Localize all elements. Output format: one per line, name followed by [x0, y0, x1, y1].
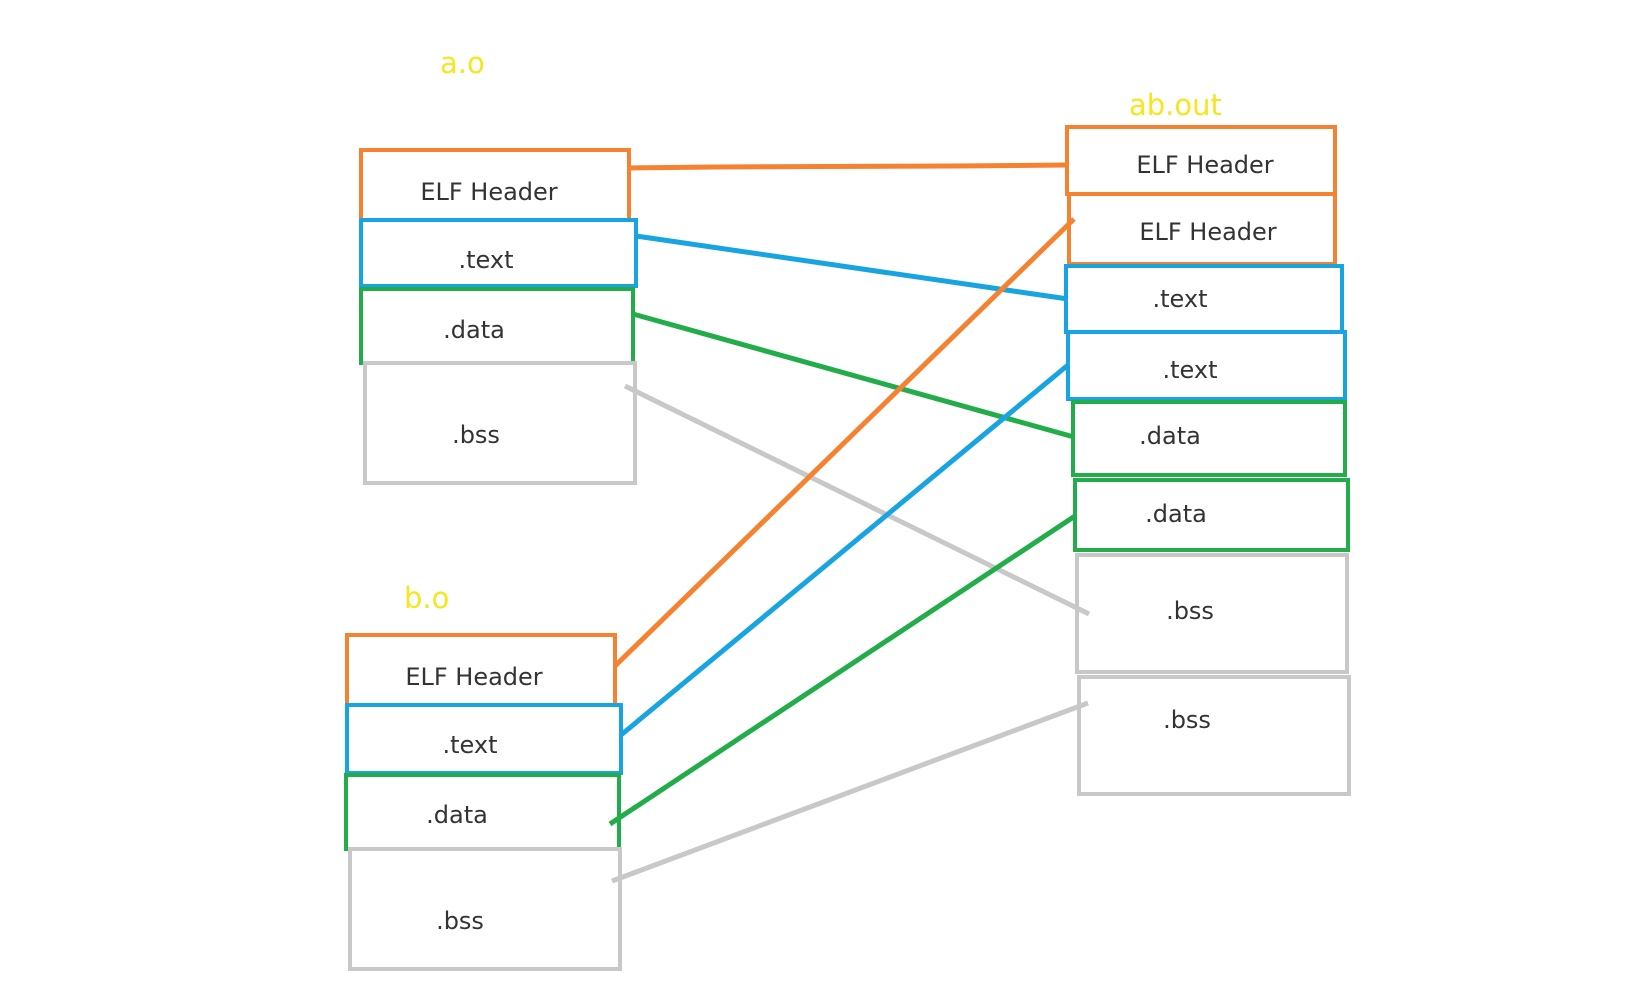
b-bss-label: .bss	[436, 907, 484, 935]
link-b-bss	[611, 700, 1089, 884]
out-header1-label: ELF Header	[1136, 151, 1273, 179]
b-data-label: .data	[426, 801, 488, 829]
a-text-box	[359, 218, 638, 288]
out-bss2-box	[1077, 675, 1351, 796]
ab-out-title: ab.out	[1129, 88, 1222, 122]
link-b-header	[613, 217, 1076, 668]
out-data2-box	[1073, 478, 1350, 552]
b-o-title: b.o	[404, 581, 449, 615]
b-text-label: .text	[443, 731, 498, 759]
out-bss1-label: .bss	[1166, 597, 1214, 625]
out-data1-box	[1071, 400, 1347, 477]
b-header-label: ELF Header	[405, 663, 542, 691]
out-bss1-box	[1075, 553, 1349, 674]
b-bss-box	[348, 847, 622, 971]
link-a-data	[632, 311, 1075, 440]
link-a-text	[635, 233, 1069, 302]
out-text2-label: .text	[1163, 356, 1218, 384]
link-b-data	[608, 513, 1077, 827]
out-header2-label: ELF Header	[1139, 218, 1276, 246]
a-data-label: .data	[443, 316, 505, 344]
out-data1-label: .data	[1139, 422, 1201, 450]
link-b-text	[619, 363, 1070, 737]
link-a-bss	[623, 383, 1091, 617]
a-o-title: a.o	[440, 46, 485, 80]
out-text1-label: .text	[1153, 285, 1208, 313]
out-bss2-label: .bss	[1163, 706, 1211, 734]
out-data2-label: .data	[1145, 500, 1207, 528]
a-bss-label: .bss	[452, 421, 500, 449]
a-text-label: .text	[459, 246, 514, 274]
a-header-label: ELF Header	[420, 178, 557, 206]
a-bss-box	[363, 361, 637, 485]
link-a-header	[628, 162, 1068, 171]
